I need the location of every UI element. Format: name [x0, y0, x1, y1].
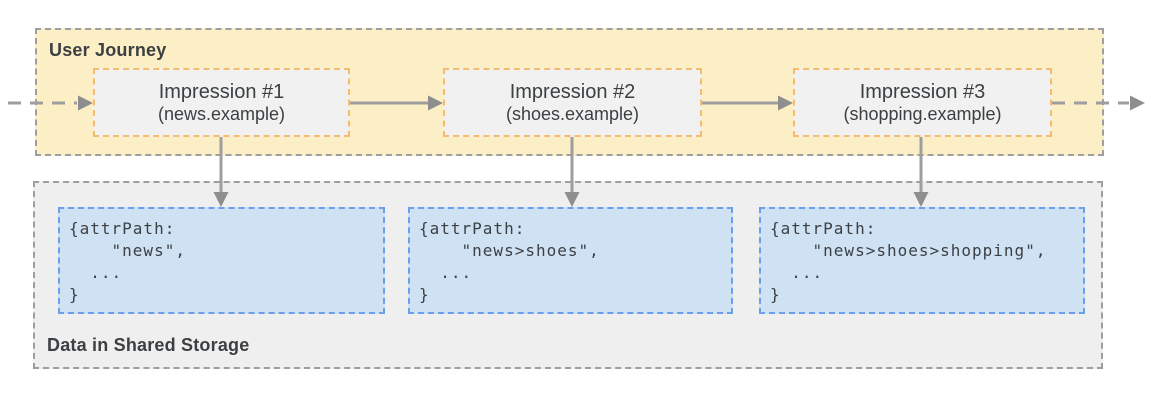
storage-entry-1: {attrPath: "news", ... } [58, 207, 385, 314]
impression-3-domain: (shopping.example) [843, 104, 1002, 124]
impression-2-domain: (shoes.example) [505, 104, 640, 124]
impression-box-1: Impression #1 (news.example) [93, 68, 350, 137]
impression-1-domain: (news.example) [157, 104, 286, 124]
impression-box-3: Impression #3 (shopping.example) [793, 68, 1052, 137]
storage-entry-2: {attrPath: "news>shoes", ... } [408, 207, 733, 314]
storage-entry-3: {attrPath: "news>shoes>shopping", ... } [759, 207, 1085, 314]
impression-2-title: Impression #2 [509, 81, 636, 103]
shared-storage-title: Data in Shared Storage [47, 335, 250, 355]
impression-box-2: Impression #2 (shoes.example) [443, 68, 702, 137]
impression-1-title: Impression #1 [158, 81, 285, 103]
user-journey-title: User Journey [49, 40, 167, 60]
impression-3-title: Impression #3 [859, 81, 986, 103]
